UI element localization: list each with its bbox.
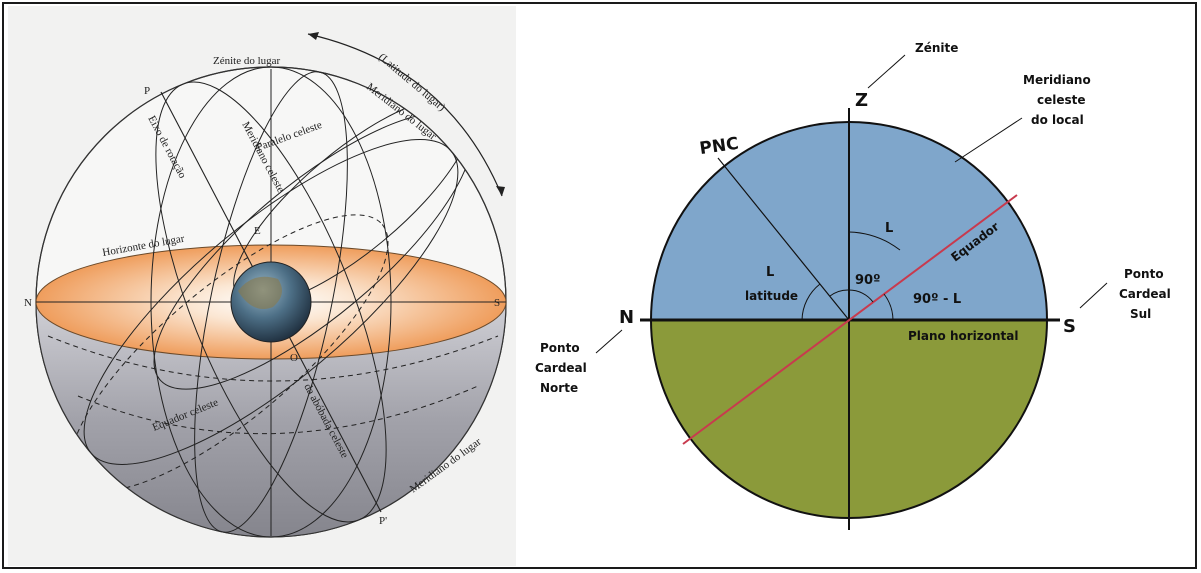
label-meridiano-3: do local — [1031, 113, 1084, 127]
angle-arc-90-left — [829, 289, 850, 297]
latitude-arrow — [307, 33, 503, 197]
angle-arc-latitude — [801, 283, 821, 321]
label-ponto-sul-1: Ponto — [1124, 267, 1164, 281]
leader-ponto-norte — [595, 329, 623, 354]
label-meridiano-1: Meridiano — [1023, 73, 1091, 87]
label-l-left: L — [766, 265, 774, 280]
pnc-axis — [717, 157, 850, 321]
celestial-sphere-diagram: Zénite do lugar (Latitude do lugar) Meri… — [24, 32, 507, 538]
label-zenite-lugar: Zénite do lugar — [213, 55, 281, 67]
label-ponto-norte-2: Cardeal — [535, 361, 587, 375]
label-n: N — [619, 307, 634, 328]
meridian-plane-diagram: Zénite Z Meridiano celeste do local PNC … — [535, 41, 1171, 530]
label-ponto-norte-1: Ponto — [540, 341, 580, 355]
equator-line — [682, 194, 1018, 445]
celestial-sphere-panel: Zénite do lugar (Latitude do lugar) Meri… — [8, 6, 516, 566]
angle-arc-90-minus-l — [883, 293, 894, 321]
label-ponto-sul-2: Cardeal — [1119, 287, 1171, 301]
label-p: P — [144, 85, 150, 97]
label-l-top: L — [885, 221, 893, 236]
label-ponto-norte-3: Norte — [540, 381, 578, 395]
label-plano-horizontal: Plano horizontal — [908, 329, 1019, 343]
label-pnc: PNC — [698, 134, 740, 159]
label-z: Z — [855, 90, 868, 111]
label-90: 90º — [855, 273, 880, 288]
label-s: S — [494, 297, 500, 309]
label-o: O — [290, 352, 298, 364]
angle-arc-l-top — [848, 231, 901, 251]
label-ponto-sul-3: Sul — [1130, 307, 1151, 321]
leader-ponto-sul — [1079, 282, 1108, 309]
label-meridiano-2: celeste — [1037, 93, 1086, 107]
label-p-prime: P' — [379, 515, 387, 527]
leader-zenite — [867, 54, 906, 89]
label-e: E — [254, 225, 261, 237]
label-latitude: latitude — [745, 289, 798, 303]
leader-meridiano — [954, 117, 1023, 163]
label-s: S — [1063, 316, 1076, 337]
label-zenite: Zénite — [915, 41, 958, 55]
angle-arc-90-right — [848, 289, 874, 303]
label-90-minus-l: 90º - L — [913, 292, 961, 307]
label-n: N — [24, 297, 32, 309]
